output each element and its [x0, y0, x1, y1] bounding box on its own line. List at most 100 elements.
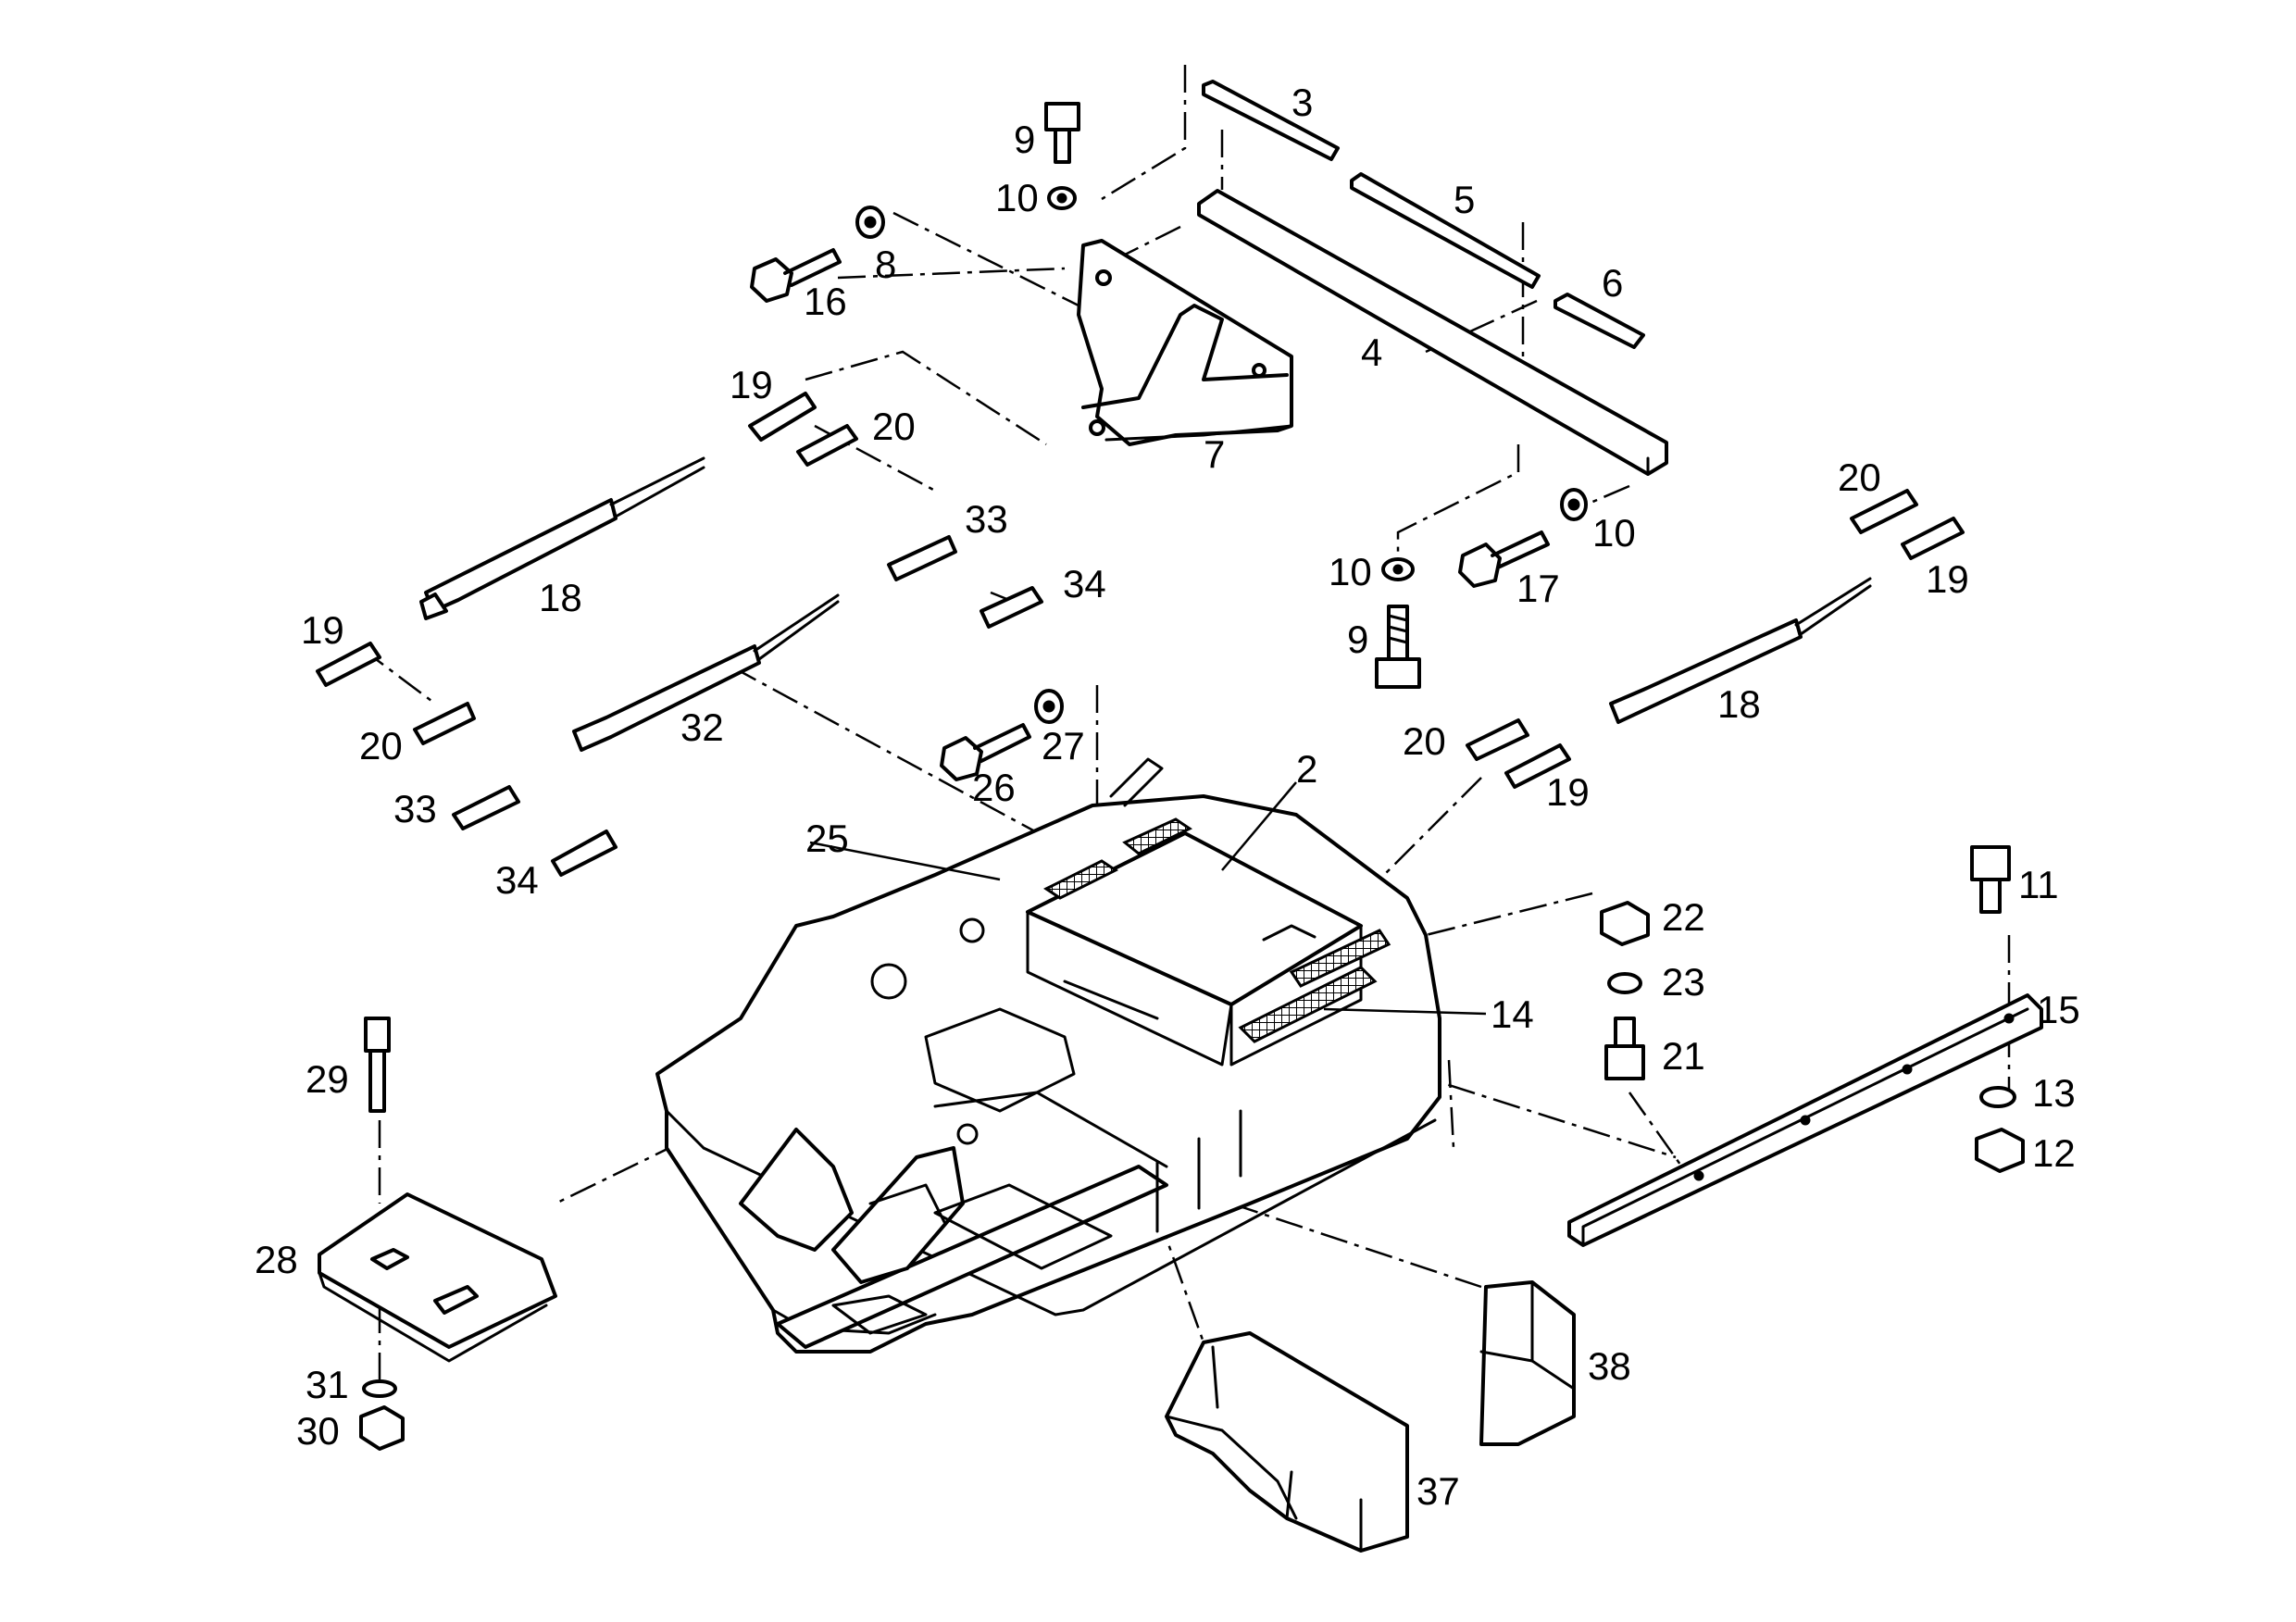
callout-4: 4: [1361, 331, 1382, 374]
callout-labels: 2 3 4 5 6 7 8 9 9 10 10 10 11 12 13 14 1…: [255, 81, 2080, 1513]
callout-8: 8: [875, 243, 896, 286]
strut-18-right: [1609, 618, 1803, 724]
nut-12: [1975, 1128, 2025, 1173]
bolt-16: [750, 248, 842, 303]
plate-6: [1554, 293, 1645, 349]
callout-25: 25: [805, 817, 849, 860]
callout-20d: 20: [1403, 719, 1446, 763]
callout-15: 15: [2037, 988, 2080, 1031]
callout-19b: 19: [301, 608, 344, 652]
callout-3: 3: [1292, 81, 1313, 124]
strut-18-left: [424, 498, 618, 613]
plate-3: [1202, 80, 1340, 161]
callout-32: 32: [680, 705, 724, 749]
callout-12: 12: [2032, 1131, 2076, 1175]
clevis-19-top: [748, 392, 817, 442]
bracket-assembly: [1077, 80, 1668, 476]
callout-18b: 18: [1717, 682, 1761, 726]
guard-37: [1165, 1331, 1409, 1553]
callout-10b: 10: [1592, 511, 1636, 555]
callout-34b: 34: [495, 858, 539, 902]
clevis-19-right: [1504, 743, 1571, 789]
strip-5: [1350, 172, 1541, 289]
clevis-20-top: [796, 424, 858, 467]
bolt-9-lower: [1375, 605, 1421, 689]
clevis-34-left: [551, 830, 618, 877]
callout-18a: 18: [539, 576, 582, 619]
slot-28-left: [370, 1248, 409, 1270]
vent-grille-top-center: [1122, 817, 1193, 855]
guard-38: [1479, 1280, 1576, 1446]
hardware-items: [359, 102, 2025, 1451]
body-outer: [655, 794, 1441, 1354]
callout-23: 23: [1662, 960, 1705, 1004]
vent-grille-side: [1238, 966, 1378, 1043]
callout-16: 16: [804, 280, 847, 323]
callout-13: 13: [2032, 1071, 2076, 1115]
bolt-11: [1970, 845, 2011, 914]
nut-22: [1600, 901, 1650, 946]
callout-9a: 9: [1014, 118, 1035, 161]
callout-19c: 19: [1926, 557, 1969, 601]
clevis-33-top: [887, 535, 957, 581]
clevis-20-left: [413, 702, 476, 745]
bolt-26: [940, 723, 1031, 781]
washer-31: [362, 1379, 397, 1398]
washer-13: [1979, 1086, 2016, 1108]
machine-body-2: [655, 757, 1441, 1354]
callout-20c: 20: [1838, 455, 1881, 499]
link-arm-left: [739, 1128, 854, 1252]
callout-10a: 10: [995, 176, 1039, 219]
bolt-29: [364, 1017, 391, 1113]
callout-2: 2: [1296, 747, 1317, 791]
callout-10c: 10: [1329, 550, 1372, 593]
nut-30: [359, 1405, 405, 1451]
vent-grille-top-left: [1043, 859, 1118, 900]
callout-19a: 19: [730, 363, 773, 406]
clevis-20-right: [1466, 718, 1529, 761]
callout-19d: 19: [1546, 770, 1590, 814]
callout-21: 21: [1662, 1034, 1705, 1078]
clevis-34-top: [980, 586, 1043, 629]
struts-and-clevis: [316, 392, 1965, 877]
angle-rail-15: [1567, 993, 2043, 1247]
clevis-20-far-right: [1850, 489, 1918, 534]
plate-28: [318, 1192, 557, 1363]
callout-37: 37: [1416, 1469, 1460, 1513]
callout-28: 28: [255, 1238, 298, 1281]
strut-32: [572, 644, 761, 752]
bolt-17: [1458, 530, 1550, 588]
clevis-33-left: [452, 785, 520, 830]
callout-31: 31: [306, 1363, 349, 1406]
callout-7: 7: [1204, 432, 1225, 476]
clevis-19-left: [316, 642, 381, 687]
callout-33a: 33: [965, 497, 1008, 541]
vent-grille-rear: [1289, 929, 1391, 988]
callout-9b: 9: [1347, 618, 1368, 661]
label-pointers: [809, 781, 1487, 1016]
callout-29: 29: [306, 1057, 349, 1101]
front-step: [776, 1165, 1168, 1349]
bolt-9-top: [1044, 102, 1080, 164]
callout-20b: 20: [359, 724, 403, 767]
callout-27: 27: [1042, 724, 1085, 767]
rail-4: [1197, 189, 1668, 476]
slot-28-right: [433, 1285, 479, 1315]
callout-38: 38: [1588, 1344, 1631, 1388]
callout-30: 30: [296, 1409, 340, 1453]
bolt-21: [1604, 1017, 1645, 1080]
callout-11: 11: [2018, 863, 2059, 906]
washer-23: [1607, 972, 1642, 994]
callout-14: 14: [1491, 992, 1534, 1036]
callout-5: 5: [1454, 178, 1475, 221]
callout-22: 22: [1662, 895, 1705, 939]
callout-20a: 20: [872, 405, 916, 448]
callout-17: 17: [1516, 567, 1560, 610]
callout-26: 26: [972, 766, 1016, 809]
callout-33b: 33: [393, 787, 437, 830]
callout-6: 6: [1602, 261, 1623, 305]
clevis-19-far-right: [1901, 517, 1965, 560]
callout-34a: 34: [1063, 562, 1106, 605]
